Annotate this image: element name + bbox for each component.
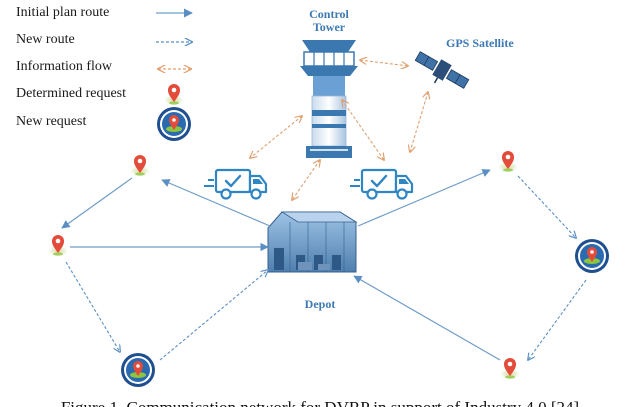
route-top-left-to-left	[61, 177, 133, 229]
info-flow-tower-satellite	[360, 60, 408, 66]
truck-icon-left	[202, 168, 268, 200]
figure-caption: Figure 1. Communication network for DVRP…	[61, 398, 579, 407]
determined-request-left	[47, 235, 69, 257]
legend-determined-request-icon	[163, 84, 185, 106]
gps-satellite-label: GPS Satellite	[446, 36, 514, 50]
initial-plan-routes	[61, 169, 501, 361]
truck-icon-right	[348, 168, 414, 200]
control-tower-icon	[300, 40, 358, 158]
new-route-right-to-bottom-right	[528, 279, 587, 360]
depot-label: Depot	[305, 297, 336, 311]
determined-request-top-left	[129, 155, 151, 177]
gps-satellite-icon	[414, 51, 470, 89]
legend-new-route-label: New route	[16, 32, 75, 47]
determined-request-bottom-right	[499, 358, 521, 380]
determined-request-top-right	[497, 151, 519, 173]
route-bottom-right-to-depot	[353, 275, 501, 361]
new-route-top-right-to-right	[517, 175, 576, 238]
route-depot-to-top-right	[357, 169, 491, 227]
new-request-right	[575, 239, 609, 273]
control-tower-label-line1: Control	[309, 7, 349, 21]
legend-information-flow-label: Information flow	[16, 59, 113, 74]
info-flow-tower-truck-right	[342, 100, 384, 160]
info-flow-tower-depot	[292, 160, 320, 200]
legend: Initial plan route New route Information…	[16, 5, 193, 141]
new-routes	[65, 175, 587, 361]
legend-new-request-label: New request	[16, 114, 86, 129]
information-flow-arrows	[250, 60, 428, 200]
route-depot-to-top-left	[161, 179, 271, 227]
depot-building-icon	[267, 211, 358, 273]
new-route-left-to-bottom-left	[65, 261, 120, 352]
new-request-bottom-left	[121, 353, 155, 387]
legend-new-request-icon	[157, 107, 191, 141]
legend-initial-route-label: Initial plan route	[16, 5, 109, 20]
info-flow-tower-truck-left	[250, 116, 302, 158]
legend-determined-request-label: Determined request	[16, 86, 126, 101]
control-tower-label-line2: Tower	[313, 20, 346, 34]
new-route-bottom-left-to-depot	[159, 270, 268, 361]
info-flow-satellite-truck	[410, 92, 428, 152]
